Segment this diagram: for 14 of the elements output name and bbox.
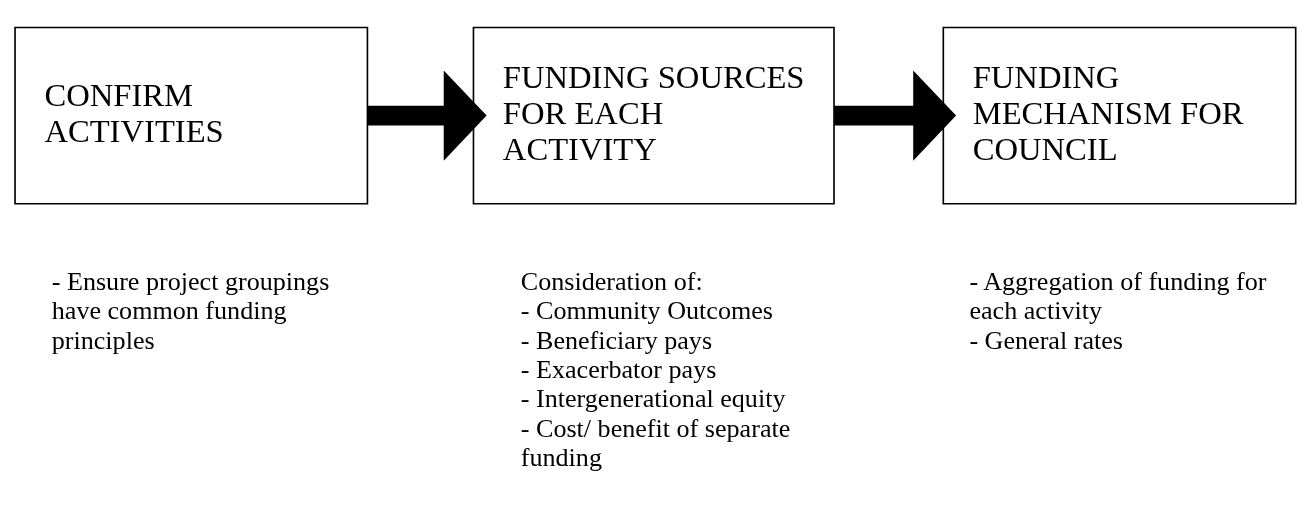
node-label: - Cost/ benefit of separate funding — [520, 413, 791, 472]
node-label: Consideration of: — [520, 266, 703, 296]
node-box: FUNDING MECHANISM FOR COUNCIL — [942, 26, 1297, 205]
arrow — [834, 70, 957, 161]
node-label: - Intergenerational equity — [520, 383, 786, 413]
node-label: - Ensure project groupings have common funding principles — [51, 266, 330, 355]
arrow — [367, 70, 487, 161]
node-box: CONFIRM ACTIVITIES — [14, 26, 369, 205]
node-label: - General rates — [969, 325, 1123, 355]
node-label: - Exacerbator pays — [520, 354, 717, 384]
node-box: FUNDING SOURCES FOR EACH ACTIVITY — [472, 26, 835, 205]
node-label: - Beneficiary pays — [520, 325, 713, 355]
node-label: - Aggregation of funding for each activity — [969, 266, 1267, 325]
node-label: - Community Outcomes — [520, 295, 774, 325]
